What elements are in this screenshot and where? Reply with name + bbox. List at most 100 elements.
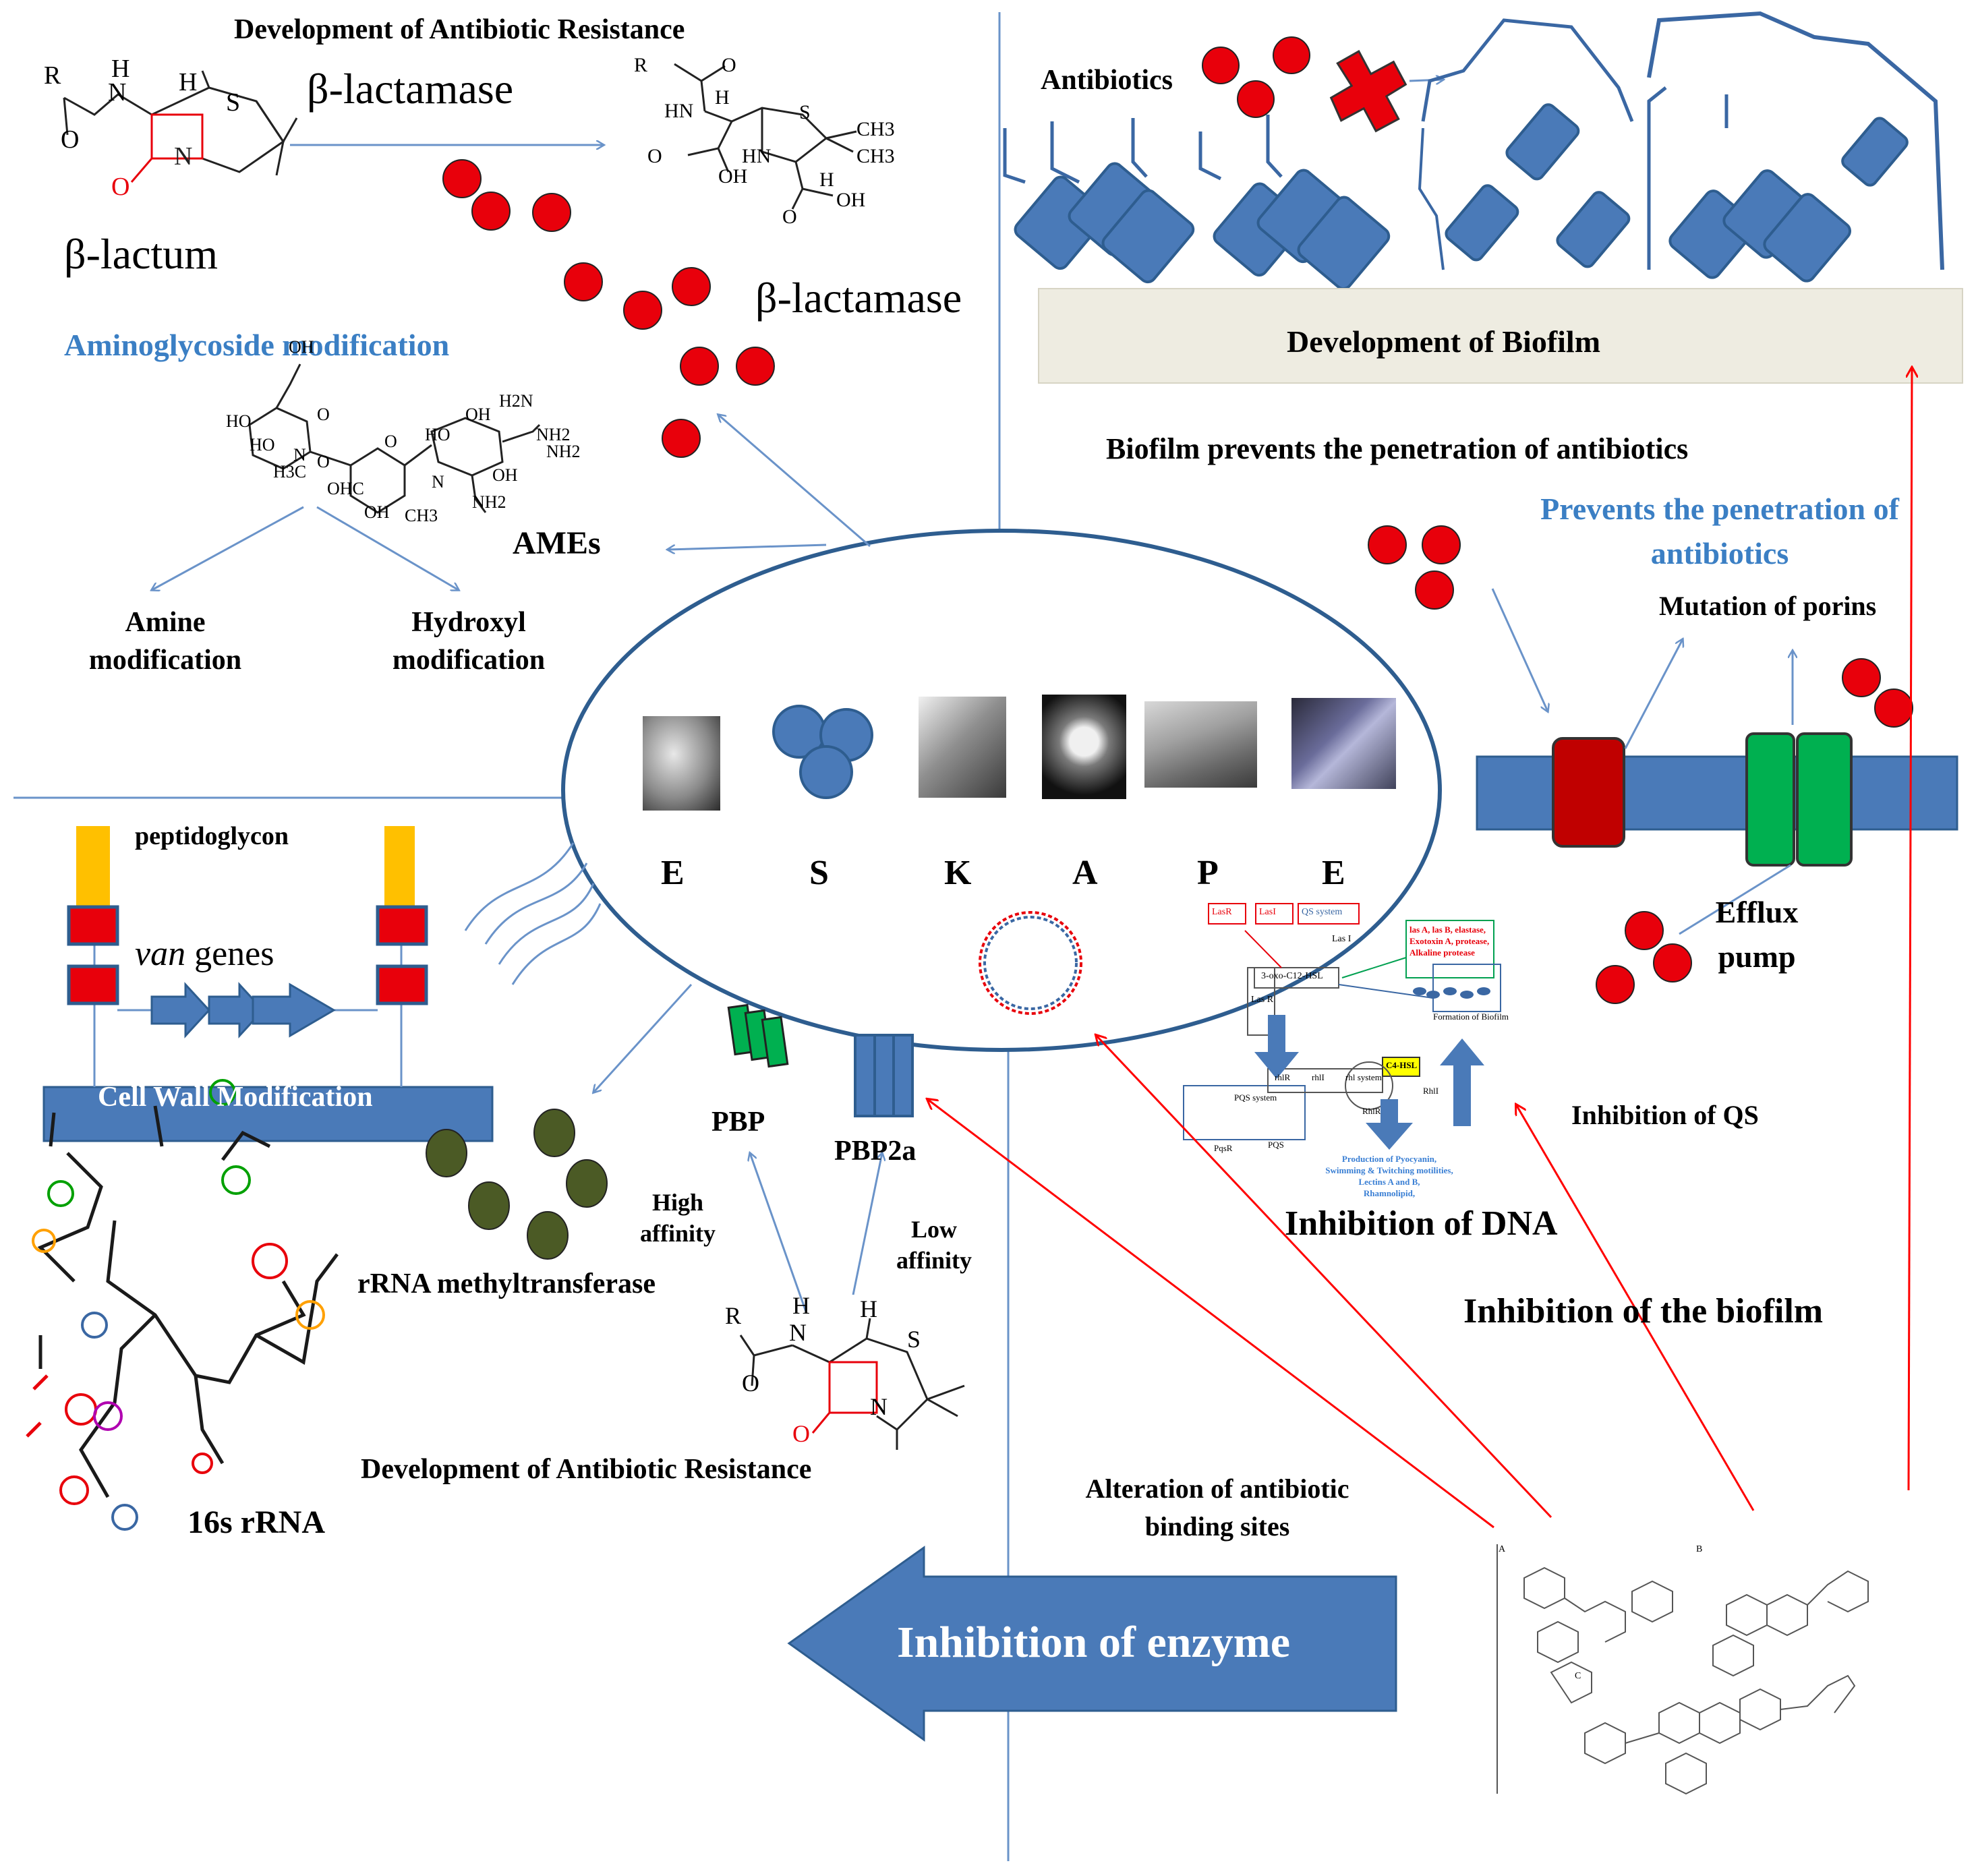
qs-text: Swimming & Twitching motilities, xyxy=(1325,1165,1453,1175)
enzyme-inhibition-label: Inhibition of enzyme xyxy=(897,1618,1291,1667)
aminoglycoside-title: Aminoglycoside modification xyxy=(64,328,450,362)
efflux-pump-left xyxy=(1745,732,1795,867)
atom-label: O xyxy=(317,452,330,471)
qs-text: rhlI xyxy=(1312,1072,1325,1082)
atom-label: CH3 xyxy=(856,118,895,140)
compound-label-b: B xyxy=(1696,1544,1703,1554)
atom-label: OH xyxy=(465,405,491,424)
atom-label: N xyxy=(108,78,127,107)
pbp-label: PBP xyxy=(711,1107,765,1138)
acinetobacter-micrograph xyxy=(1042,695,1126,799)
efflux-line-2: pump xyxy=(1718,939,1796,974)
hydroxyl-line-1: Hydroxyl xyxy=(411,607,526,638)
bottom-title: Development of Antibiotic Resistance xyxy=(361,1454,812,1485)
beta-lactum-label: β-lactum xyxy=(64,230,219,278)
lactamase-dots-arrow xyxy=(718,415,871,548)
inhibition-qs-label: Inhibition of QS xyxy=(1571,1100,1759,1130)
flagella-lines xyxy=(464,842,602,985)
atom-label: H xyxy=(860,1295,877,1322)
eskape-letter-k: K xyxy=(944,854,972,892)
inhibition-dna-label: Inhibition of DNA xyxy=(1285,1204,1558,1243)
atom-label: O xyxy=(742,1370,759,1397)
eskape-letter-e: E xyxy=(661,854,685,892)
qs-text: 3-oxo-C12-HSL xyxy=(1261,971,1323,981)
qs-text: Alkaline protease xyxy=(1410,947,1475,958)
prevents-line-1: Prevents the penetration of xyxy=(1540,492,1899,526)
compound-label-c: C xyxy=(1575,1671,1581,1681)
eskape-letter-s: S xyxy=(809,854,829,892)
atom-label: H xyxy=(819,169,834,191)
atom-label: S xyxy=(799,101,811,123)
atom-label: HO xyxy=(250,435,275,455)
low-line-2: affinity xyxy=(896,1247,972,1274)
qs-text: Formation of Biofilm xyxy=(1433,1012,1509,1022)
inhibitor-arrows xyxy=(927,368,1912,1529)
atom-label: O xyxy=(61,125,80,154)
qs-text: QS system xyxy=(1302,907,1343,917)
enterobacter-micrograph xyxy=(1291,698,1396,789)
qs-production: Production of Pyocyanin, Swimming & Twit… xyxy=(1305,1153,1474,1199)
amine-modification-label: Amine modification xyxy=(74,604,256,679)
atom-label: OH xyxy=(289,337,314,357)
low-line-1: Low xyxy=(910,1216,957,1243)
atom-label: OHC xyxy=(327,479,364,498)
van-genes-label: van genes xyxy=(135,934,274,974)
qs-text: Las I xyxy=(1332,934,1352,944)
blocked-cross-icon xyxy=(1329,50,1407,133)
hydrolysed-penicillin-structure xyxy=(674,63,857,210)
methyltransferase-arrow xyxy=(593,983,693,1092)
van-italic: van xyxy=(135,935,186,973)
atom-label: O xyxy=(782,206,797,228)
atom-label: S xyxy=(907,1326,921,1353)
atom-label: R xyxy=(44,61,61,90)
qs-text: Las R xyxy=(1251,995,1274,1005)
atom-label: HO xyxy=(226,411,252,431)
ames-arrow xyxy=(668,544,827,550)
methyltransferase-dots xyxy=(426,1109,608,1260)
rrna-label: 16s rRNA xyxy=(187,1504,325,1540)
high-line-2: affinity xyxy=(640,1220,716,1247)
qs-text: Exotoxin A, protease, xyxy=(1410,936,1490,946)
porins-label: Mutation of porins xyxy=(1659,591,1877,621)
atom-label: N xyxy=(432,472,444,492)
lactamase-label-2: β-lactamase xyxy=(755,274,962,322)
atom-label: N xyxy=(293,445,306,465)
qs-text: LasI xyxy=(1259,907,1276,917)
atom-label: S xyxy=(226,88,241,117)
enzyme-inhibition-arrow xyxy=(787,1546,1397,1742)
pbp2a-protein xyxy=(854,1034,914,1117)
qs-text: las A, las B, elastase, xyxy=(1410,925,1486,935)
amine-line-1: Amine xyxy=(125,607,206,638)
biofilm-base-label: Development of Biofilm xyxy=(1287,324,1601,359)
qs-up-arrow xyxy=(1440,1038,1484,1126)
beta-lactam-structure-bottom xyxy=(739,1318,965,1450)
enterococcus-micrograph xyxy=(643,716,720,811)
beta-lactam-structure xyxy=(63,70,298,183)
pseudomonas-micrograph xyxy=(1144,701,1257,788)
high-affinity-arrow xyxy=(750,1153,807,1312)
low-affinity-label: Low affinity xyxy=(890,1214,978,1276)
high-affinity-label: High affinity xyxy=(634,1187,722,1249)
atom-label: HN xyxy=(664,100,694,122)
staphylococcus-cluster xyxy=(772,705,873,799)
atom-label: R xyxy=(725,1302,742,1329)
qs-text: Rhamnolipid, xyxy=(1363,1188,1416,1198)
atom-label: O xyxy=(384,432,397,451)
qs-text: PQS xyxy=(1268,1140,1284,1150)
atom-label: N xyxy=(789,1319,807,1346)
atom-label: O xyxy=(792,1420,810,1447)
qs-virulence-factors: las A, las B, elastase, Exotoxin A, prot… xyxy=(1410,924,1489,958)
qs-text: C4-HSL xyxy=(1386,1060,1418,1070)
qs-text: PqsR xyxy=(1214,1143,1233,1153)
atom-label: H3C xyxy=(273,462,307,481)
qs-biofilm-icons xyxy=(1413,987,1490,999)
qs-text: RhlR xyxy=(1362,1106,1381,1116)
qs-text: rhlR xyxy=(1275,1072,1291,1082)
methyltransferase-label: rRNA methyltransferase xyxy=(357,1268,656,1299)
inhibition-biofilm-label: Inhibition of the biofilm xyxy=(1463,1292,1824,1330)
atom-label: OH xyxy=(718,165,748,187)
atom-label: O xyxy=(111,173,130,201)
atom-label: H2N xyxy=(499,391,533,411)
cell-wall-label: Cell Wall Modification xyxy=(98,1082,373,1113)
